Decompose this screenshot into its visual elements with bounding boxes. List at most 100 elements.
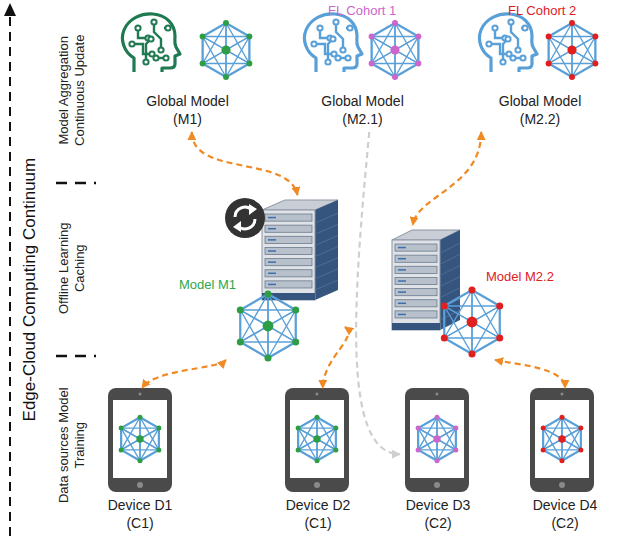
network-dot <box>223 74 229 80</box>
circuit-pad <box>311 41 316 46</box>
network-dot <box>560 458 565 463</box>
network-dot <box>156 426 161 431</box>
network-dot <box>592 61 598 67</box>
network-edge <box>317 417 336 428</box>
circuit-line <box>336 22 343 50</box>
network-dot <box>496 334 503 341</box>
tier-divider <box>56 355 96 358</box>
network-dot <box>453 426 458 431</box>
network-edge <box>437 417 456 428</box>
network-edge <box>298 417 317 428</box>
network-edge <box>121 450 140 461</box>
tablet-screen <box>290 400 344 478</box>
network-dot <box>292 338 299 345</box>
network-link <box>372 23 395 37</box>
network-link <box>140 428 159 461</box>
tablet-icon <box>285 388 349 492</box>
network-link <box>418 427 456 428</box>
network-link <box>240 309 295 310</box>
network-link <box>268 310 296 358</box>
network-edge <box>268 294 296 310</box>
server-side-line <box>315 213 338 223</box>
network-edge <box>202 37 204 64</box>
node-text: Global Model (M2.1) <box>313 93 413 128</box>
network-link <box>120 428 121 450</box>
network-link <box>158 428 159 450</box>
node-text: Device D3 (C2) <box>400 497 476 532</box>
head-outline <box>122 14 180 72</box>
network-link <box>226 64 249 78</box>
network-link <box>562 428 581 461</box>
network-edge <box>437 450 456 461</box>
server-front <box>262 210 315 300</box>
network-dot <box>569 74 575 80</box>
network-dot <box>315 458 320 463</box>
network-dot <box>592 34 598 40</box>
network-edge <box>395 64 418 78</box>
circuit-pad <box>505 36 510 41</box>
server-slot <box>395 244 437 251</box>
network-edge <box>543 450 562 461</box>
server-side-line <box>315 247 338 257</box>
server-led <box>398 280 406 282</box>
network-dot <box>453 447 458 452</box>
network-link <box>395 64 418 78</box>
network-dot <box>541 447 546 452</box>
dashed-connector <box>495 360 565 388</box>
tablet-screen <box>535 400 589 478</box>
server-side-line <box>440 243 460 253</box>
network-edge <box>295 310 297 342</box>
network-link <box>548 37 549 64</box>
network-link <box>298 427 336 428</box>
network-dot <box>138 458 143 463</box>
server-slot <box>395 277 437 284</box>
network-dot <box>156 447 161 452</box>
server-led <box>398 247 406 249</box>
network-dot <box>415 61 421 67</box>
node-text: Global Model (M1) <box>138 93 238 128</box>
network-link <box>542 428 543 450</box>
network-link <box>240 310 241 342</box>
network-dot <box>441 334 448 341</box>
network-edge <box>499 306 501 338</box>
server-side-line <box>315 235 338 245</box>
network-edge <box>140 450 159 461</box>
network-link <box>335 428 336 450</box>
server-led <box>398 269 406 271</box>
server-side-line <box>440 288 460 298</box>
network-edge <box>226 23 249 37</box>
tablet-button <box>434 482 440 488</box>
circuit-pad <box>492 25 497 30</box>
network-dot <box>223 20 229 26</box>
server-slot <box>265 236 312 243</box>
circuit-pad <box>333 19 338 24</box>
circuit-pad <box>486 41 491 46</box>
network-edge <box>542 428 544 450</box>
cohort-label: FL Cohort 1 <box>328 3 396 19</box>
network-edge <box>395 23 418 37</box>
brain-icon <box>122 14 180 72</box>
network-dot <box>119 447 124 452</box>
network-center <box>136 435 143 442</box>
network-edge <box>248 37 250 64</box>
network-link <box>240 310 268 358</box>
tablet-camera <box>561 393 564 396</box>
server-side-line <box>440 265 460 275</box>
network-dot <box>200 61 206 67</box>
network-edge <box>203 64 226 78</box>
network-icon <box>200 20 253 80</box>
network-dot <box>546 61 552 67</box>
tablet-body <box>530 388 594 492</box>
circuit-pad <box>510 55 515 60</box>
server-led <box>268 239 276 241</box>
circuit-pad <box>165 25 170 30</box>
circuit-pad <box>143 59 148 64</box>
network-edge <box>580 428 582 450</box>
circuit-pad <box>347 25 352 30</box>
tablet-icon <box>530 388 594 492</box>
network-link <box>543 417 562 428</box>
circuit-pad <box>520 55 525 60</box>
tablet-screen <box>113 400 167 478</box>
network-link <box>371 37 372 64</box>
